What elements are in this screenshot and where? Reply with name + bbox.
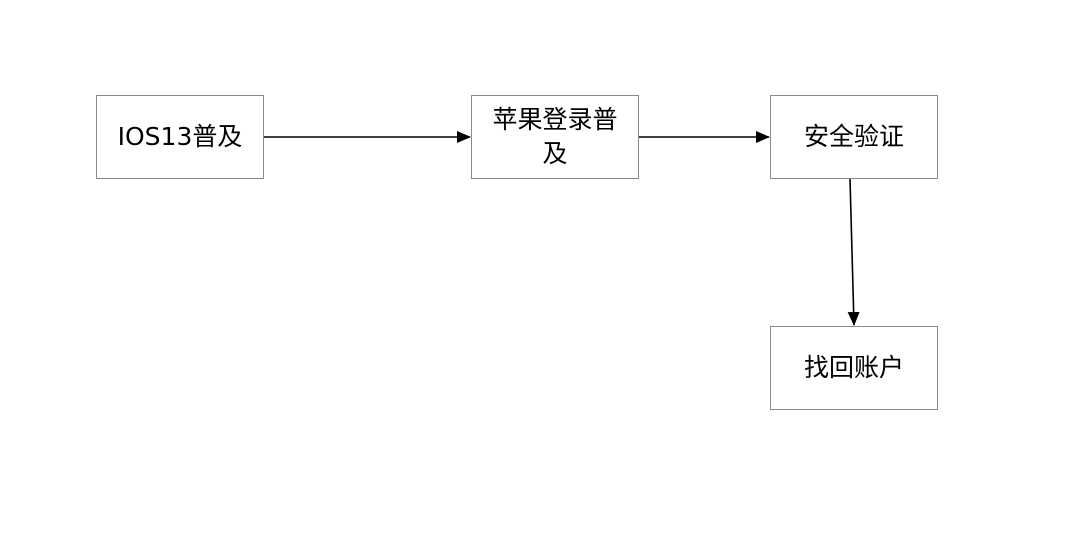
node-label: 安全验证 [803,122,904,151]
node-ios13-adoption: IOS13普及 [96,95,264,179]
node-security-verification: 安全验证 [770,95,938,179]
node-account-recovery: 找回账户 [770,326,938,410]
node-label: 苹果登录普及 [492,105,618,168]
node-label: 找回账户 [803,353,904,382]
node-label: IOS13普及 [117,122,243,151]
edge-security-to-recover [847,178,860,326]
node-apple-login-adoption: 苹果登录普及 [471,95,639,179]
